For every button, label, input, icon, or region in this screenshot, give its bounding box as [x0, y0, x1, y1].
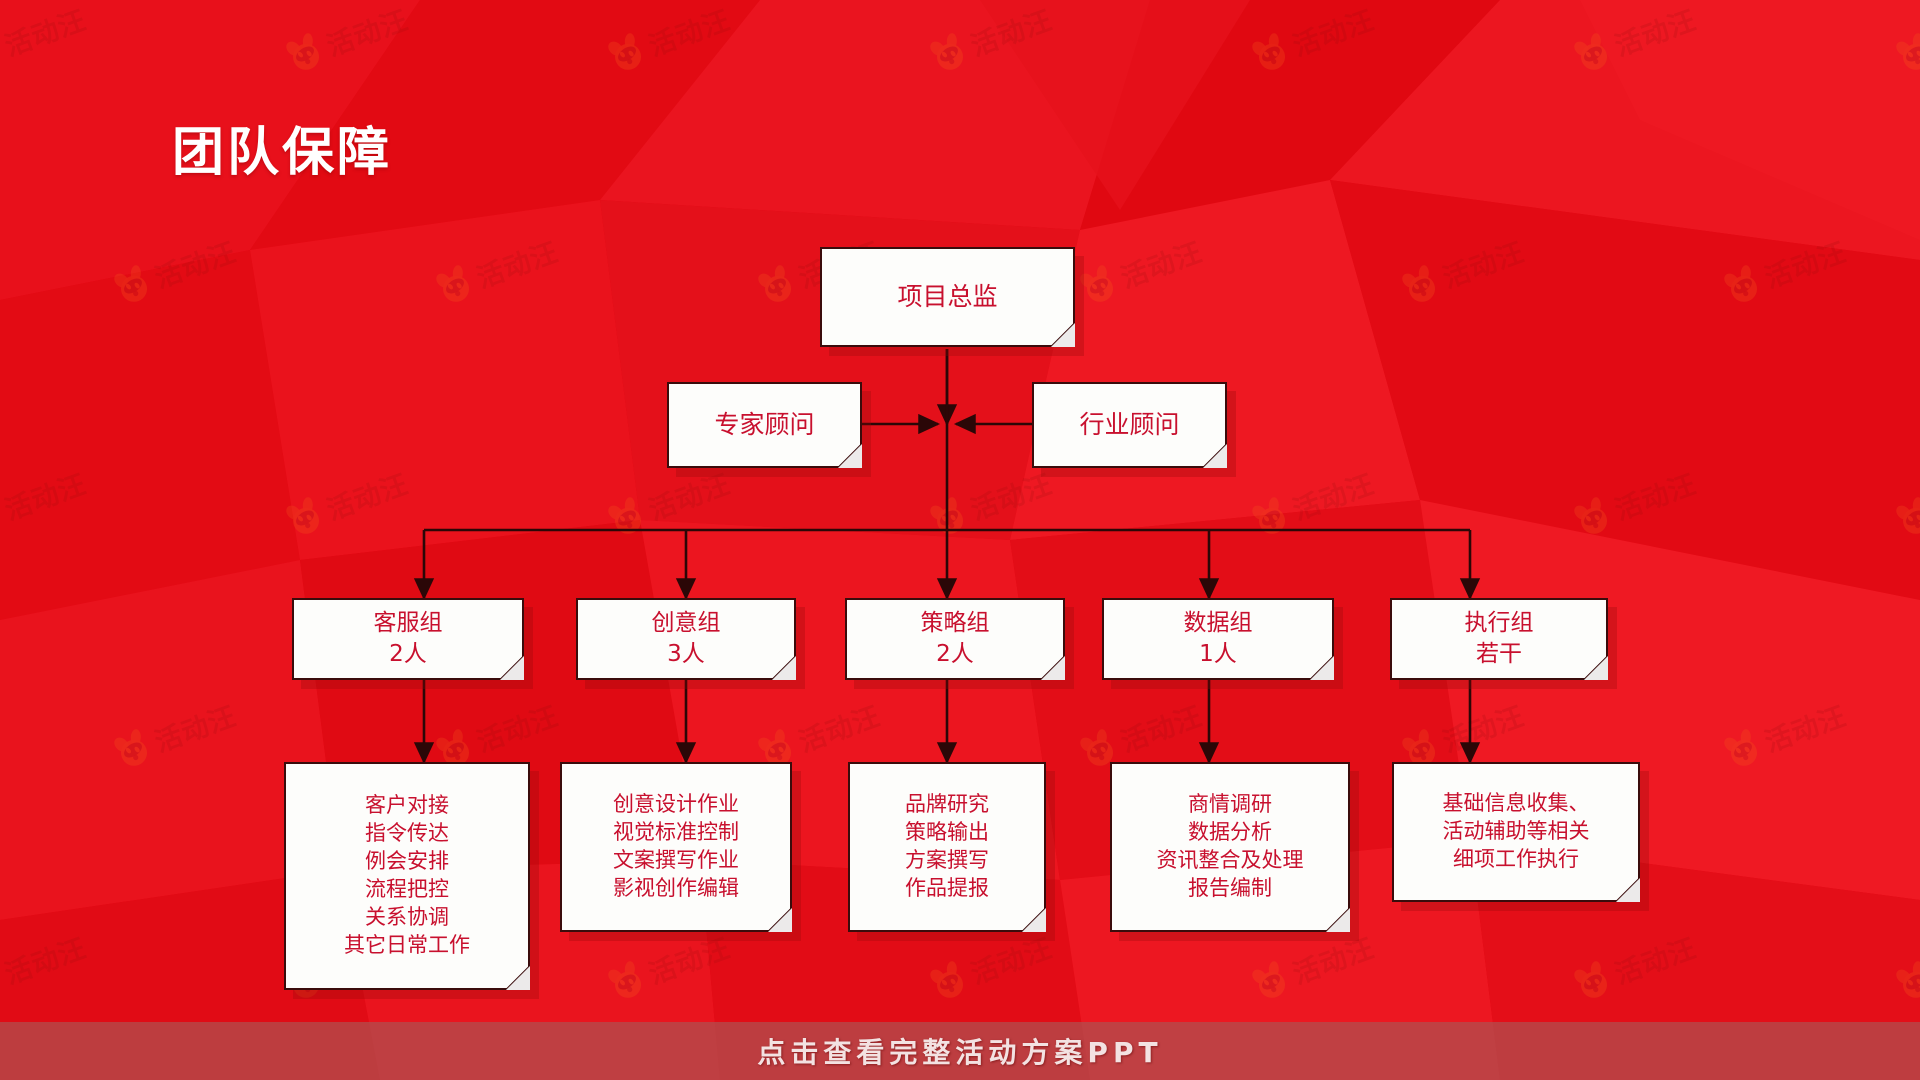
node-duty-4-line-0: 基础信息收集、: [1442, 791, 1590, 816]
node-group-3-name: 数据组: [1183, 610, 1253, 637]
node-group-0[interactable]: 客服组 2人: [292, 598, 524, 680]
node-group-0-name: 客服组: [373, 610, 443, 637]
cta-banner-label: 点击查看完整活动方案PPT: [757, 1036, 1163, 1069]
node-duty-0[interactable]: 客户对接指令传达例会安排流程把控关系协调其它日常工作: [284, 762, 530, 990]
node-group-2-count: 2人: [936, 641, 974, 667]
node-duty-0-line-0: 客户对接: [365, 793, 449, 818]
node-duty-4[interactable]: 基础信息收集、活动辅助等相关细项工作执行: [1392, 762, 1640, 902]
folded-corner-icon: [1201, 442, 1227, 468]
folded-corner-icon: [1614, 876, 1640, 902]
node-duty-2-line-0: 品牌研究: [905, 792, 989, 817]
node-group-4[interactable]: 执行组 若干: [1390, 598, 1608, 680]
node-duty-1-line-0: 创意设计作业: [613, 792, 739, 817]
node-duty-0-line-3: 流程把控: [365, 877, 449, 901]
node-duty-3[interactable]: 商情调研数据分析资讯整合及处理报告编制: [1110, 762, 1350, 932]
node-director[interactable]: 项目总监: [820, 247, 1075, 347]
node-advisor-industry-label: 行业顾问: [1079, 410, 1180, 440]
node-advisor-industry[interactable]: 行业顾问: [1032, 382, 1227, 468]
node-group-4-name: 执行组: [1464, 610, 1534, 637]
node-duty-2-line-1: 策略输出: [905, 820, 989, 845]
node-group-4-count: 若干: [1476, 641, 1522, 667]
folded-corner-icon: [1308, 654, 1334, 680]
node-advisor-expert-label: 专家顾问: [714, 410, 815, 440]
node-duty-3-line-2: 资讯整合及处理: [1156, 848, 1304, 872]
node-group-1-count: 3人: [667, 641, 705, 667]
node-duty-1[interactable]: 创意设计作业视觉标准控制文案撰写作业影视创作编辑: [560, 762, 792, 932]
folded-corner-icon: [1049, 321, 1075, 347]
node-duty-3-line-0: 商情调研: [1188, 792, 1272, 817]
node-duty-0-line-2: 例会安排: [365, 849, 449, 874]
node-group-1[interactable]: 创意组 3人: [576, 598, 796, 680]
folded-corner-icon: [1324, 906, 1350, 932]
node-duty-4-line-2: 细项工作执行: [1453, 846, 1579, 871]
folded-corner-icon: [1582, 654, 1608, 680]
node-group-0-count: 2人: [389, 641, 427, 667]
folded-corner-icon: [1020, 906, 1046, 932]
node-duty-1-line-1: 视觉标准控制: [613, 820, 739, 845]
node-duty-0-line-4: 关系协调: [365, 904, 449, 929]
node-advisor-expert[interactable]: 专家顾问: [667, 382, 862, 468]
node-duty-1-line-3: 影视创作编辑: [613, 875, 739, 900]
folded-corner-icon: [836, 442, 862, 468]
folded-corner-icon: [770, 654, 796, 680]
node-group-1-name: 创意组: [651, 610, 721, 637]
node-group-2-name: 策略组: [920, 610, 990, 637]
node-duty-4-line-1: 活动辅助等相关: [1442, 819, 1590, 844]
node-director-label: 项目总监: [897, 282, 998, 312]
folded-corner-icon: [504, 964, 530, 990]
folded-corner-icon: [498, 654, 524, 680]
node-group-2[interactable]: 策略组 2人: [845, 598, 1065, 680]
node-group-3[interactable]: 数据组 1人: [1102, 598, 1334, 680]
node-duty-2-line-3: 作品提报: [905, 875, 989, 900]
node-duty-2[interactable]: 品牌研究策略输出方案撰写作品提报: [848, 762, 1046, 932]
node-duty-1-line-2: 文案撰写作业: [613, 848, 739, 872]
folded-corner-icon: [766, 906, 792, 932]
node-duty-0-line-5: 其它日常工作: [344, 932, 470, 957]
node-duty-0-line-1: 指令传达: [365, 821, 449, 846]
node-duty-2-line-2: 方案撰写: [905, 848, 989, 872]
node-duty-3-line-1: 数据分析: [1188, 820, 1272, 845]
folded-corner-icon: [1039, 654, 1065, 680]
cta-banner[interactable]: 点击查看完整活动方案PPT: [0, 1022, 1920, 1080]
node-group-3-count: 1人: [1199, 641, 1237, 667]
node-duty-3-line-3: 报告编制: [1188, 875, 1272, 900]
page-title: 团队保障: [172, 123, 393, 183]
